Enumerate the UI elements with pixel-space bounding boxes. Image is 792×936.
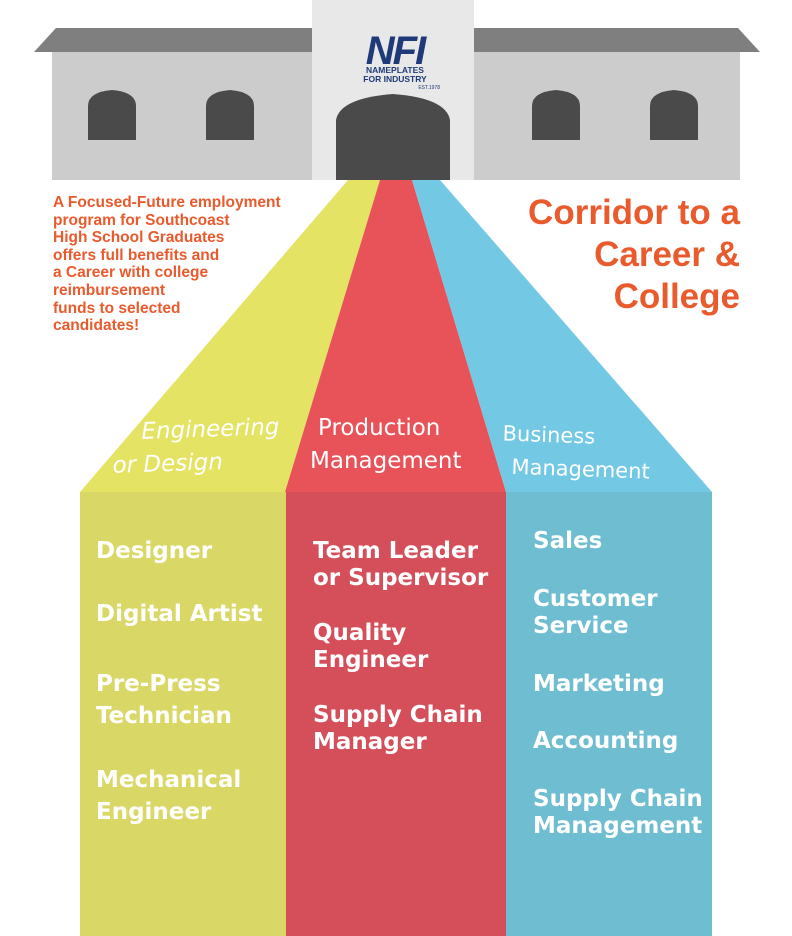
panel-business [506,492,712,936]
header-production: Production Management [310,415,462,474]
job-item: Supply Chain Management [533,786,703,839]
intro-text: A Focused-Future employment program for … [53,194,281,335]
job-item: Marketing [533,671,665,697]
window [532,90,580,140]
page-title: Corridor to a Career & College [528,193,740,316]
job-item: Quality Engineer [313,620,429,673]
job-item: Accounting [533,728,679,754]
logo-est: EST.1978 [418,85,440,91]
job-item: Digital Artist [96,601,263,627]
panel-engineering [80,492,286,936]
job-item: Mechanical Engineer [96,767,242,825]
beam-business [412,180,712,492]
beam-production [285,180,506,492]
job-item: Customer Service [533,586,658,639]
job-item: Designer [96,538,213,564]
door [336,94,450,180]
header-business: Business Management [502,421,651,484]
nfi-logo: NFI [365,29,426,73]
right-wing [474,52,740,180]
beam-engineering [80,180,380,492]
logo-name: NAMEPLATES FOR INDUSTRY [363,65,427,84]
window [650,90,698,140]
left-roof [34,28,312,52]
right-roof [474,28,760,52]
job-item: Pre-Press Technician [96,671,232,729]
window [206,90,254,140]
panel-production [286,492,506,936]
job-item: Team Leader or Supervisor [313,538,489,591]
job-item: Sales [533,528,603,554]
header-engineering: Engineering or Design [112,414,280,479]
window [88,90,136,140]
job-item: Supply Chain Manager [313,702,483,755]
